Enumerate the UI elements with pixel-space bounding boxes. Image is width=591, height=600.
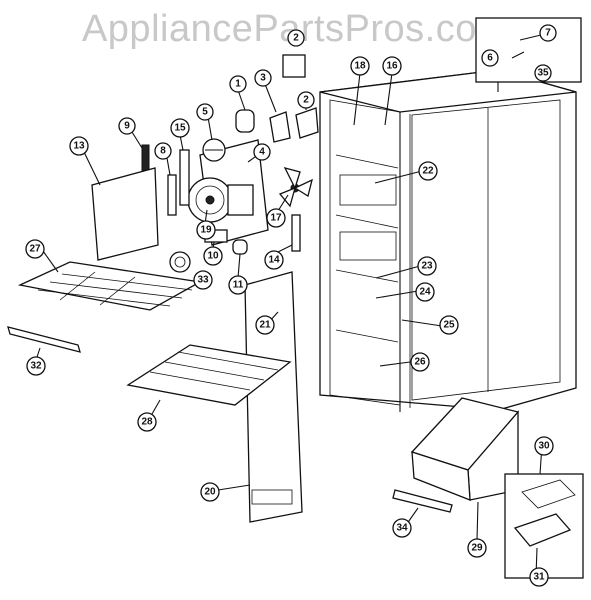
callout: 4 <box>253 143 271 161</box>
callout: 8 <box>154 142 172 160</box>
callout: 1 <box>229 75 247 93</box>
svg-text:35: 35 <box>537 68 549 79</box>
svg-text:2: 2 <box>303 95 309 106</box>
svg-text:30: 30 <box>538 441 550 452</box>
callout: 30 <box>534 436 554 456</box>
svg-text:17: 17 <box>270 213 282 224</box>
inset-box-6-7-35 <box>475 17 582 83</box>
callout: 26 <box>410 352 430 372</box>
svg-text:8: 8 <box>160 146 166 157</box>
callout: 18 <box>350 56 370 76</box>
svg-text:1: 1 <box>235 79 241 90</box>
cabinet <box>319 69 577 412</box>
part-2-cap <box>282 54 306 78</box>
callout: 5 <box>196 103 214 121</box>
svg-text:7: 7 <box>545 28 551 39</box>
callout: 23 <box>417 256 437 276</box>
callout: 16 <box>382 56 402 76</box>
callout: 6 <box>481 49 499 67</box>
fresh-food-shelf <box>126 344 292 406</box>
svg-text:29: 29 <box>471 543 483 554</box>
leader-lines <box>33 34 543 577</box>
svg-text:19: 19 <box>200 225 212 236</box>
part-8 <box>167 174 177 216</box>
cooling-fan-assembly <box>187 139 269 246</box>
fan-blade <box>278 167 313 208</box>
svg-text:21: 21 <box>259 320 271 331</box>
callout: 2 <box>287 29 305 47</box>
callout: 28 <box>137 412 157 432</box>
svg-text:23: 23 <box>421 261 433 272</box>
svg-text:34: 34 <box>396 523 408 534</box>
callout: 35 <box>534 64 552 82</box>
part-2-bracket <box>295 107 319 139</box>
svg-text:20: 20 <box>204 487 216 498</box>
svg-text:25: 25 <box>443 320 455 331</box>
part-14 <box>291 214 301 252</box>
part-33 <box>169 251 191 273</box>
svg-text:28: 28 <box>141 417 153 428</box>
svg-text:10: 10 <box>207 251 219 262</box>
part-32 <box>7 326 81 353</box>
callout: 31 <box>529 567 549 587</box>
svg-text:26: 26 <box>414 357 426 368</box>
svg-text:2: 2 <box>293 33 299 44</box>
svg-text:22: 22 <box>422 166 434 177</box>
callout: 33 <box>193 270 213 290</box>
svg-text:9: 9 <box>124 121 130 132</box>
callout: 13 <box>69 136 89 156</box>
callout: 22 <box>418 161 438 181</box>
svg-text:27: 27 <box>29 244 41 255</box>
callout: 20 <box>200 482 220 502</box>
crisper-drawer <box>410 397 520 501</box>
callout: 9 <box>118 117 136 135</box>
callout: 29 <box>467 538 487 558</box>
svg-text:32: 32 <box>30 361 42 372</box>
part-11 <box>232 239 248 255</box>
callout: 7 <box>539 24 557 42</box>
svg-text:3: 3 <box>260 73 266 84</box>
callout: 14 <box>264 250 284 270</box>
callout: 34 <box>392 518 412 538</box>
callout: 21 <box>255 315 275 335</box>
svg-text:5: 5 <box>202 107 208 118</box>
part-3-bracket <box>269 111 291 143</box>
svg-text:31: 31 <box>533 572 545 583</box>
svg-text:13: 13 <box>73 141 85 152</box>
callout: 24 <box>415 282 435 302</box>
svg-text:11: 11 <box>233 280 244 291</box>
callout: 11 <box>228 275 248 295</box>
callout: 27 <box>25 239 45 259</box>
part-15 <box>179 149 190 206</box>
freezer-panel <box>91 167 159 261</box>
callout: 10 <box>203 246 223 266</box>
callout: 19 <box>196 220 216 240</box>
part-1-housing <box>235 109 255 133</box>
callout: 3 <box>254 69 272 87</box>
divider-panel <box>244 271 303 523</box>
callout: 2 <box>297 91 315 109</box>
svg-text:18: 18 <box>354 61 366 72</box>
callout: 25 <box>439 315 459 335</box>
part-34 <box>392 489 453 513</box>
svg-text:16: 16 <box>386 61 398 72</box>
svg-text:14: 14 <box>268 255 280 266</box>
callout: 17 <box>266 208 286 228</box>
callout: 32 <box>26 356 46 376</box>
callout: 15 <box>170 118 190 138</box>
svg-text:6: 6 <box>487 53 493 64</box>
svg-text:33: 33 <box>197 275 209 286</box>
svg-text:4: 4 <box>259 147 265 158</box>
svg-text:24: 24 <box>419 287 431 298</box>
svg-text:15: 15 <box>174 123 186 134</box>
